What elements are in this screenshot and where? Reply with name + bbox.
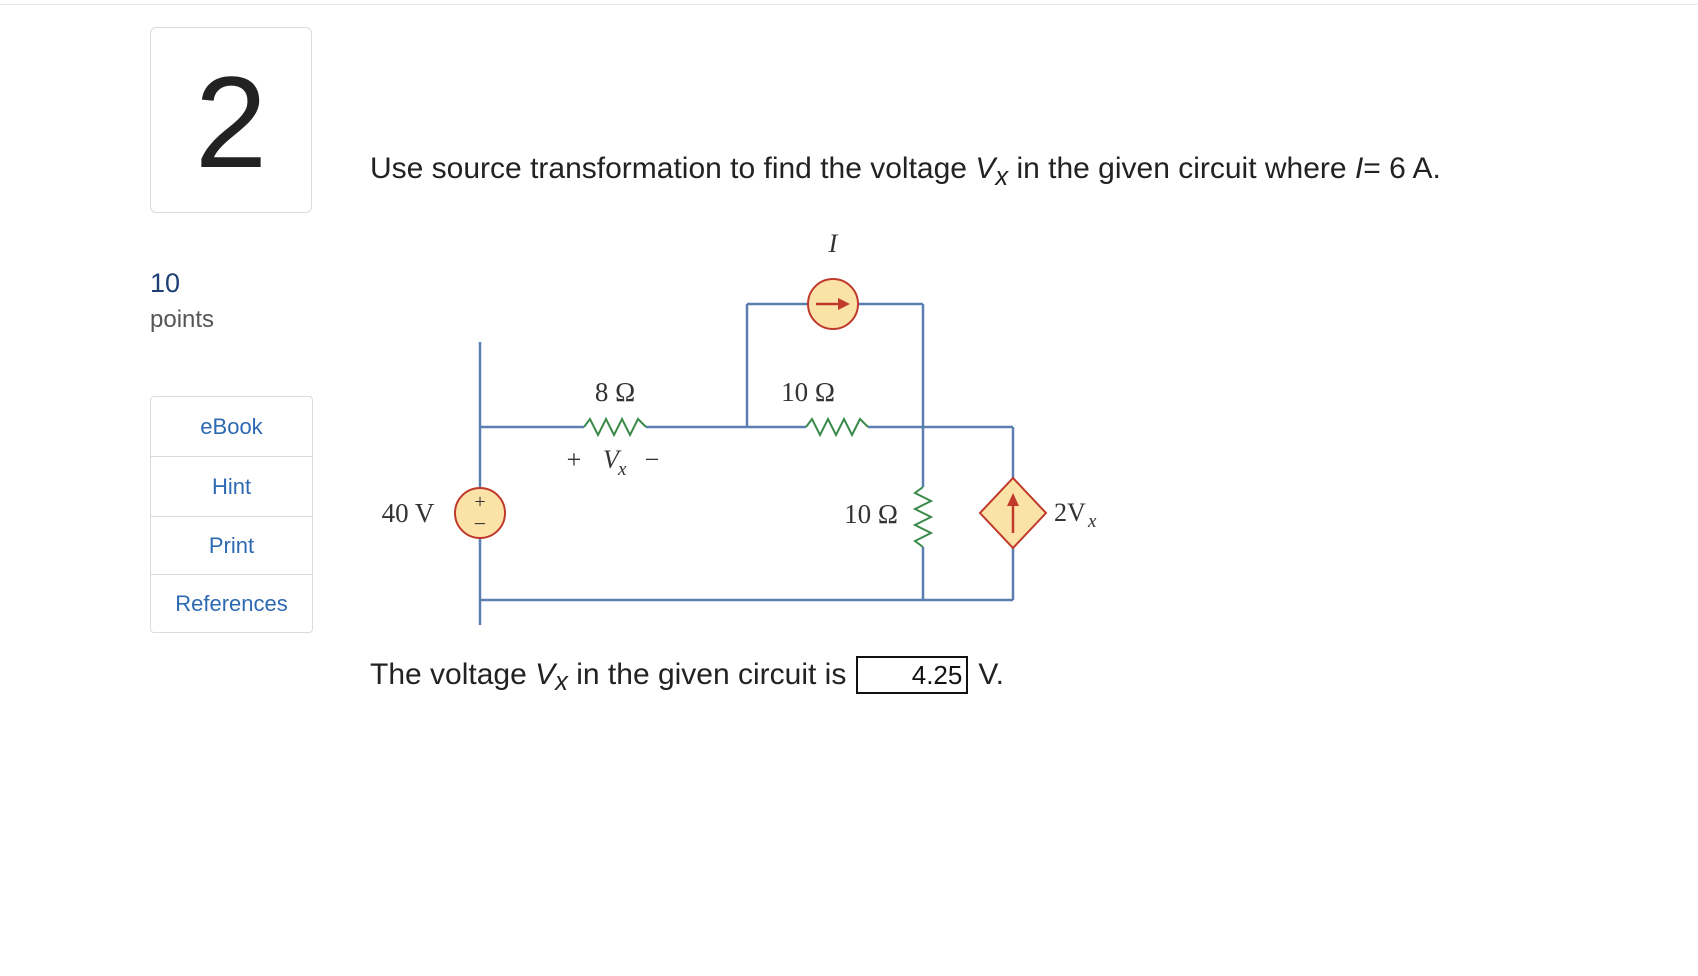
prompt-var: V: [975, 152, 996, 185]
r2-label: 10 Ω: [781, 377, 835, 407]
top-divider: [0, 4, 1698, 5]
vsrc-minus: −: [474, 511, 486, 536]
answer-var-sub: x: [555, 667, 568, 696]
vx-minus: −: [645, 445, 660, 474]
dependent-current-source-icon: [978, 476, 1048, 550]
points-value: 10: [150, 268, 181, 298]
circuit-diagram: + − I 8 Ω 10 Ω 10 Ω 40 V + V x − 2V x: [382, 229, 1097, 625]
print-button[interactable]: Print: [151, 517, 312, 575]
vx-sub: x: [617, 459, 627, 480]
voltage-source-icon: + −: [454, 487, 506, 539]
answer-input[interactable]: [856, 656, 969, 694]
question-prompt: Use source transformation to find the vo…: [370, 152, 1441, 191]
circuit-wires: [478, 302, 1015, 625]
resistor-10ohm-series: [805, 416, 869, 438]
vsrc-plus: +: [474, 491, 485, 513]
question-number-box: 2: [150, 27, 312, 213]
current-source-label: I: [828, 229, 839, 258]
hint-button[interactable]: Hint: [151, 457, 312, 517]
answer-var: V: [535, 658, 556, 691]
resistor-8ohm: [583, 416, 647, 438]
answer-line: The voltage Vx in the given circuit is V…: [370, 656, 1004, 696]
prompt-text-2: in the given circuit where: [1016, 152, 1347, 185]
prompt-var-sub: x: [995, 163, 1009, 192]
resistor-10ohm-shunt: [912, 486, 934, 548]
question-number: 2: [194, 49, 268, 195]
r3-label: 10 Ω: [844, 499, 898, 529]
prompt-current-var: I: [1354, 152, 1364, 185]
prompt-text-1: Use source transformation to find the vo…: [370, 152, 967, 185]
ebook-button[interactable]: eBook: [151, 397, 312, 457]
vx-var: V: [603, 445, 622, 474]
points-label: points: [150, 306, 215, 333]
tools-panel: eBook Hint Print References: [150, 396, 313, 633]
current-source-icon: [807, 278, 859, 330]
answer-unit: V.: [978, 658, 1004, 691]
prompt-text-3: = 6 A.: [1363, 152, 1441, 185]
vsrc-label: 40 V: [382, 498, 435, 528]
answer-text-1: The voltage: [370, 658, 527, 691]
dep-src-label: 2V: [1054, 498, 1086, 527]
r1-label: 8 Ω: [595, 377, 635, 407]
vx-plus: +: [567, 445, 582, 474]
answer-text-2: in the given circuit is: [576, 658, 847, 691]
dep-src-sub: x: [1087, 511, 1097, 532]
references-button[interactable]: References: [175, 590, 288, 616]
